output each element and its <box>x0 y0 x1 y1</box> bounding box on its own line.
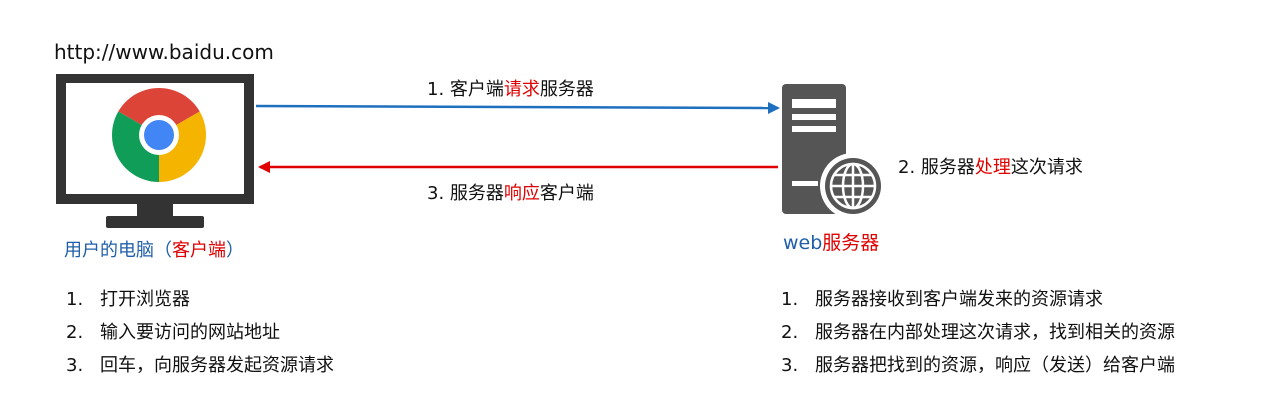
chrome-logo-icon <box>112 88 206 182</box>
step-text: 服务器接收到客户端发来的资源请求 <box>815 289 1103 310</box>
request-label: 1. 客户端请求服务器 <box>427 75 594 101</box>
list-item: 2. 输入要访问的网站地址 <box>66 316 334 349</box>
process-label-suffix: 这次请求 <box>1010 157 1083 178</box>
server-caption-keyword: 服务器 <box>822 232 880 254</box>
process-label-prefix: 2. 服务器 <box>898 157 975 178</box>
step-number: 1. <box>781 289 799 310</box>
step-text: 回车，向服务器发起资源请求 <box>100 355 334 376</box>
server-caption: web服务器 <box>783 228 879 255</box>
response-label-suffix: 客户端 <box>539 183 594 204</box>
client-caption-end: ） <box>226 240 244 261</box>
process-label-keyword: 处理 <box>974 157 1011 178</box>
step-number: 2. <box>781 322 799 343</box>
client-caption-main: 用户的电脑（ <box>64 240 172 261</box>
url-text: http://www.baidu.com <box>54 40 274 64</box>
step-text: 输入要访问的网站地址 <box>100 322 280 343</box>
client-caption-keyword: 客户端 <box>172 240 226 261</box>
request-label-suffix: 服务器 <box>539 79 594 100</box>
request-arrow <box>255 101 780 114</box>
request-label-prefix: 1. 客户端 <box>427 79 504 100</box>
list-item: 1. 服务器接收到客户端发来的资源请求 <box>781 283 1175 316</box>
step-number: 3. <box>66 355 84 376</box>
list-item: 3. 回车，向服务器发起资源请求 <box>66 349 334 382</box>
step-text: 打开浏览器 <box>100 289 190 310</box>
client-steps-list: 1. 打开浏览器 2. 输入要访问的网站地址 3. 回车，向服务器发起资源请求 <box>66 283 334 382</box>
step-number: 3. <box>781 355 799 376</box>
list-item: 2. 服务器在内部处理这次请求，找到相关的资源 <box>781 316 1175 349</box>
client-caption: 用户的电脑（客户端） <box>64 236 244 262</box>
response-label-keyword: 响应 <box>503 183 540 204</box>
server-caption-prefix: web <box>783 232 823 254</box>
list-item: 3. 服务器把找到的资源，响应（发送）给客户端 <box>781 349 1175 382</box>
list-item: 1. 打开浏览器 <box>66 283 334 316</box>
step-number: 1. <box>66 289 84 310</box>
server-steps-list: 1. 服务器接收到客户端发来的资源请求 2. 服务器在内部处理这次请求，找到相关的资… <box>781 283 1175 382</box>
step-number: 2. <box>66 322 84 343</box>
response-label: 3. 服务器响应客户端 <box>427 179 594 205</box>
request-label-keyword: 请求 <box>503 79 540 100</box>
response-label-prefix: 3. 服务器 <box>427 183 504 204</box>
step-text: 服务器在内部处理这次请求，找到相关的资源 <box>815 322 1175 343</box>
globe-icon <box>820 153 886 219</box>
process-label: 2. 服务器处理这次请求 <box>898 153 1083 179</box>
step-text: 服务器把找到的资源，响应（发送）给客户端 <box>815 355 1175 376</box>
